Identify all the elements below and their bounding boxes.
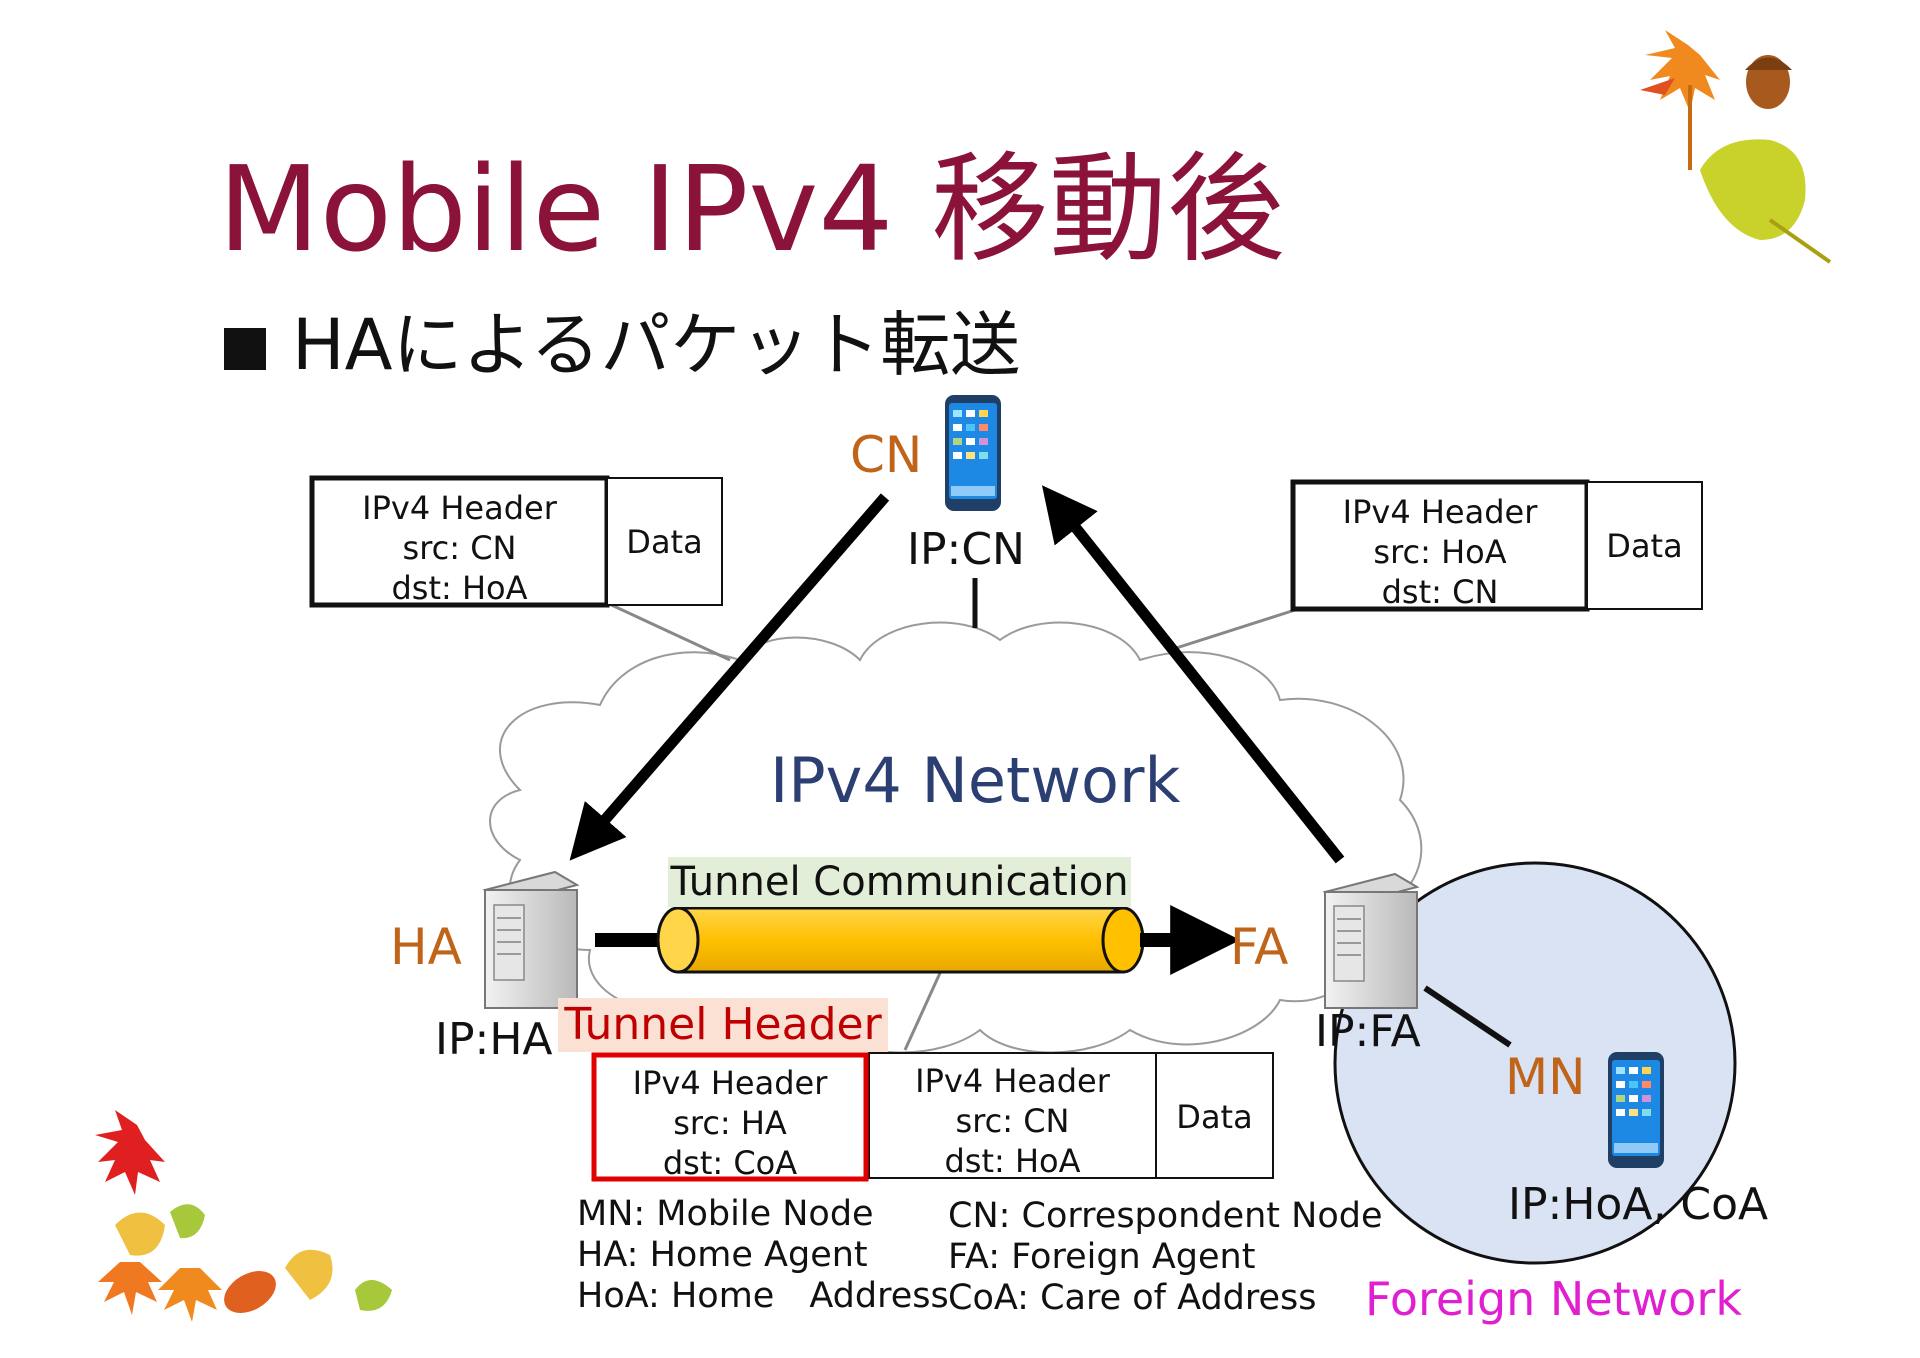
bullet-text: HAによるパケット転送	[292, 304, 1021, 386]
header-line: src: HA	[673, 1104, 787, 1142]
smartphone-icon-cn	[945, 395, 1001, 511]
header-line: IPv4 Header	[362, 489, 557, 527]
packet-fa-cn-data: Data	[1606, 527, 1683, 565]
header-line: IPv4 Header	[1342, 493, 1538, 531]
arrow-fa-to-cn	[1041, 485, 1345, 864]
legend-ha: HA: Home Agent	[577, 1235, 868, 1275]
bullet-marker	[224, 328, 266, 370]
fa-ip: IP:FA	[1315, 1006, 1421, 1057]
header-line: src: CN	[955, 1102, 1070, 1140]
tunnel-pipe	[595, 905, 1241, 975]
server-icon-ha	[482, 870, 580, 1009]
mn-label: MN	[1505, 1048, 1586, 1106]
legend-coa: CoA: Care of Address	[948, 1278, 1317, 1318]
ha-label: HA	[390, 918, 462, 976]
packet-cn-ha-data: Data	[626, 523, 703, 561]
legend-mn: MN: Mobile Node	[577, 1194, 874, 1234]
slide-title: Mobile IPv4 移動後	[218, 140, 1285, 278]
packet-tunnel-data: Data	[1176, 1098, 1253, 1136]
tunnel-communication-label: Tunnel Communication	[668, 857, 1131, 907]
server-icon-fa	[1322, 872, 1420, 1009]
ha-ip: IP:HA	[435, 1014, 553, 1065]
cn-label: CN	[850, 426, 923, 484]
packet-tunnel-inner-header: IPv4 Header src: CN dst: HoA	[869, 1061, 1156, 1181]
cn-ip: IP:CN	[907, 524, 1025, 575]
header-line: dst: CN	[1381, 573, 1499, 611]
legend-hoa: HoA: Home Address	[577, 1276, 949, 1316]
legend-cn: CN: Correspondent Node	[948, 1196, 1383, 1236]
autumn-leaves-decoration-bottom	[95, 1110, 392, 1322]
mn-ip: IP:HoA, CoA	[1508, 1179, 1769, 1230]
packet-tunnel-outer-header: IPv4 Header src: HA dst: CoA	[594, 1063, 866, 1183]
foreign-network-label: Foreign Network	[1365, 1272, 1742, 1326]
network-label: IPv4 Network	[770, 744, 1181, 817]
header-line: dst: HoA	[391, 569, 528, 607]
packet-box-fa-to-cn	[1290, 479, 1703, 612]
header-line: dst: CoA	[662, 1144, 798, 1182]
header-line: src: CN	[402, 529, 517, 567]
autumn-leaves-decoration-top	[1640, 30, 1832, 264]
legend-fa: FA: Foreign Agent	[948, 1237, 1256, 1277]
packet-fa-cn-header: IPv4 Header src: HoA dst: CN	[1293, 492, 1587, 612]
arrow-cn-to-ha	[569, 493, 890, 861]
header-line: dst: HoA	[944, 1142, 1081, 1180]
header-line: IPv4 Header	[915, 1062, 1110, 1100]
ipv4-network-cloud	[489, 621, 1423, 1054]
tunnel-header-label: Tunnel Header	[558, 998, 888, 1052]
header-line: src: HoA	[1373, 533, 1507, 571]
packet-box-cn-to-ha	[309, 475, 723, 608]
packet-box-tunnel	[591, 1052, 1274, 1182]
header-line: IPv4 Header	[632, 1064, 828, 1102]
fa-mn-link	[1423, 985, 1512, 1048]
smartphone-icon-mn	[1608, 1052, 1664, 1168]
packet-cn-ha-header: IPv4 Header src: CN dst: HoA	[312, 488, 607, 608]
fa-label: FA	[1230, 918, 1289, 976]
